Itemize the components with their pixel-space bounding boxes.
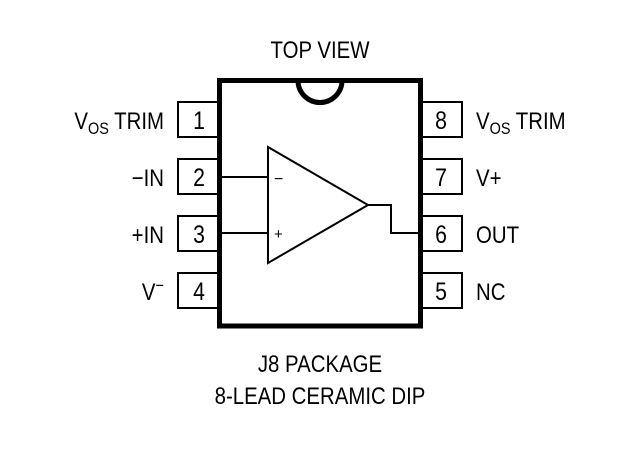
pin-number-6: 6 xyxy=(435,220,447,248)
notch xyxy=(295,80,345,105)
pin-label-5: NC xyxy=(476,278,505,305)
pin-label-7: V+ xyxy=(476,164,502,191)
pin-number-8: 8 xyxy=(435,106,447,134)
pin-subscript: OS xyxy=(490,120,511,138)
pin-number-3: 3 xyxy=(193,220,205,248)
op-amp-triangle xyxy=(267,145,370,265)
pin-name: V xyxy=(74,107,88,134)
pin-name: OUT xyxy=(476,221,519,248)
pin-number-2: 2 xyxy=(193,163,205,191)
package-body xyxy=(217,78,423,329)
package-name: J8 PACKAGE xyxy=(258,350,382,377)
pin-subscript: OS xyxy=(88,120,109,138)
pin-label-2: −IN xyxy=(132,164,164,191)
pin-name-rest: TRIM xyxy=(109,107,164,134)
pin-name-rest: TRIM xyxy=(510,107,565,134)
wire-output xyxy=(368,204,418,234)
pin-number-7: 7 xyxy=(435,163,447,191)
pin-name: V xyxy=(476,107,490,134)
pin-name: NC xyxy=(476,278,505,305)
pin-number-4: 4 xyxy=(193,277,205,305)
plus-sign: + xyxy=(274,226,283,243)
package-description: 8-LEAD CERAMIC DIP xyxy=(215,382,426,409)
pin-name: V+ xyxy=(476,164,502,191)
pin-number-5: 5 xyxy=(435,277,447,305)
pin-superscript: − xyxy=(156,277,164,295)
pin-name: +IN xyxy=(132,221,164,248)
pin-label-3: +IN xyxy=(132,221,164,248)
minus-sign: − xyxy=(274,171,283,188)
pin-number-1: 1 xyxy=(193,106,205,134)
pin-name: −IN xyxy=(132,164,164,191)
pin-label-8: VOS TRIM xyxy=(476,107,566,138)
title: TOP VIEW xyxy=(271,36,370,63)
op-amp xyxy=(222,145,418,265)
pin-label-1: VOS TRIM xyxy=(74,107,164,138)
pin-name: V xyxy=(142,278,156,305)
pin-label-6: OUT xyxy=(476,221,519,248)
pin-label-4: V− xyxy=(142,277,164,305)
